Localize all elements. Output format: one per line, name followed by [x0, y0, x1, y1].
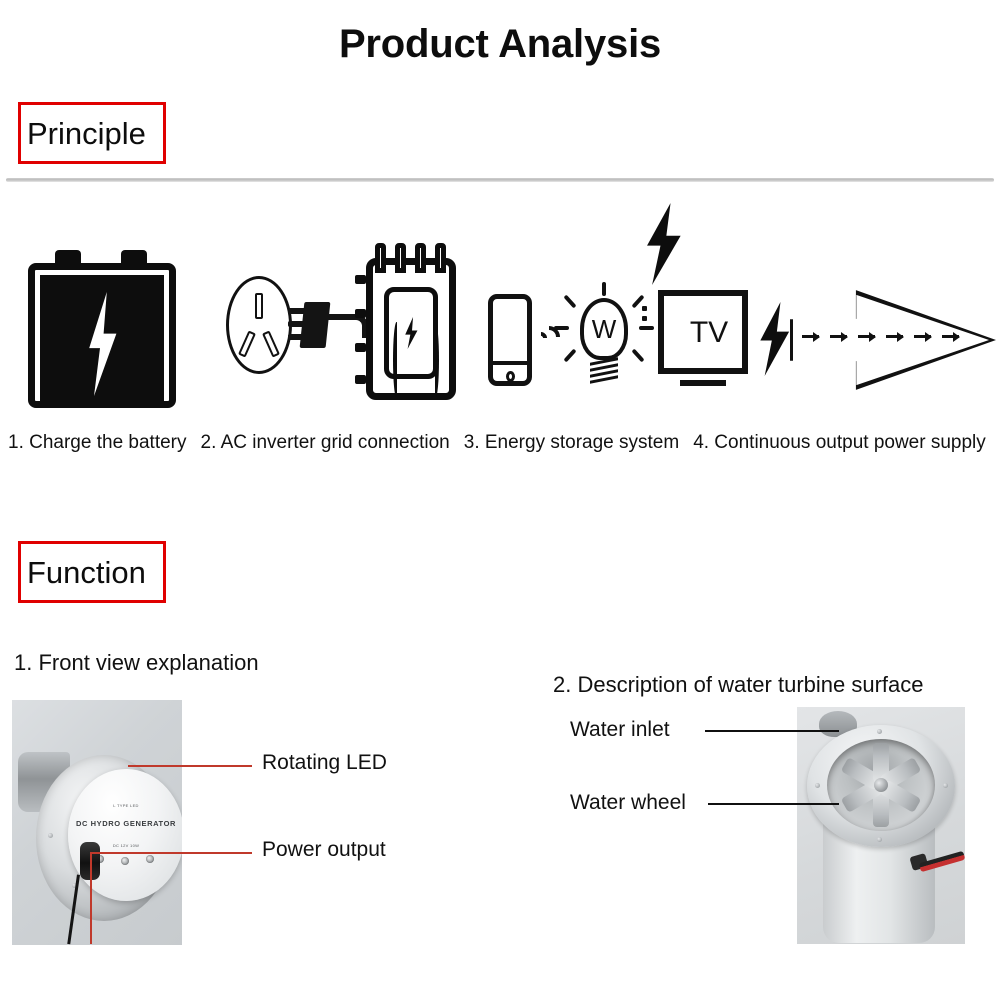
callout-label-water-inlet: Water inlet: [570, 718, 670, 741]
tv-label: TV: [689, 316, 729, 349]
callout-line-rotating-led: [128, 765, 252, 767]
bulb-watt-label: W: [591, 314, 617, 344]
chip-fin: [435, 243, 446, 273]
generator-brand-text: DC HYDRO GENERATOR: [75, 819, 177, 828]
turbine-surface-title: 2. Description of water turbine surface: [553, 672, 924, 697]
chip-pin: [355, 343, 366, 352]
socket-plug-inverter-icon: [226, 243, 456, 403]
rim-hole: [48, 833, 53, 838]
plug-pin: [288, 321, 306, 327]
chip-arc: [433, 322, 439, 398]
chip-pin: [355, 309, 366, 318]
front-view-photo: L TYPE LED DC HYDRO GENERATOR DC 12V 10W: [12, 700, 182, 945]
chip-fin: [395, 243, 406, 273]
tv-tick: [642, 306, 647, 311]
flange-hole: [877, 837, 882, 842]
chip-fin: [415, 243, 426, 273]
flow-arrow: [886, 331, 904, 342]
section-tag-function-label: Function: [27, 554, 146, 590]
front-view-title: 1. Front view explanation: [14, 650, 259, 675]
phone-divider: [493, 361, 527, 365]
tv-tick: [642, 316, 647, 321]
flow-arrow: [802, 331, 820, 342]
rim-hole: [72, 883, 77, 888]
battery-icon: [28, 250, 176, 408]
principle-caption-2: 2. AC inverter grid connection: [200, 432, 450, 453]
callout-leader-power-output: [90, 852, 92, 944]
face-screw: [121, 857, 129, 865]
turbine-bore: [827, 739, 935, 831]
callout-label-power-output: Power output: [262, 838, 386, 861]
flange-hole: [877, 729, 882, 734]
phone-home-button: [506, 371, 515, 382]
flow-arrow: [942, 331, 960, 342]
principle-caption-3: 3. Energy storage system: [463, 432, 680, 453]
flow-arrow: [914, 331, 932, 342]
plug-pin: [288, 308, 306, 314]
generator-micro-bottom: DC 12V 10W: [112, 843, 140, 848]
chip-pin: [355, 375, 366, 384]
water-wheel-hub: [874, 778, 888, 792]
socket-slot-left: [238, 330, 256, 358]
generator-rim: L TYPE LED DC HYDRO GENERATOR DC 12V 10W: [36, 755, 182, 921]
bulb-ray: [602, 282, 606, 296]
principle-captions: 1. Charge the battery 2. AC inverter gri…: [8, 432, 1000, 454]
callout-line-power-output: [92, 852, 252, 854]
smartphone-icon: [488, 294, 565, 390]
bulb-glass: W: [580, 298, 628, 360]
tv-screen: TV: [658, 290, 748, 374]
generator-micro-top: L TYPE LED: [113, 803, 139, 808]
flange-hole: [943, 783, 948, 788]
battery-terminal-left: [55, 250, 81, 266]
chip-fin: [375, 243, 386, 273]
principle-caption-4: 4. Continuous output power supply: [693, 432, 986, 453]
socket-slot-right: [262, 330, 280, 358]
page-title: Product Analysis: [338, 22, 662, 66]
turbine-surface-photo: [797, 707, 965, 944]
tv-stand: [680, 380, 726, 386]
turbine-flange-ring: [807, 725, 955, 847]
lightning-bolt-icon: [647, 203, 681, 285]
bulb-ray: [563, 348, 577, 363]
chip-inner-frame: [384, 287, 439, 398]
section-tag-function: Function: [18, 541, 166, 603]
cable-icon: [324, 314, 368, 338]
bulb-ray: [563, 294, 577, 309]
plug-pin: [288, 334, 306, 340]
bulb-ray: [639, 326, 654, 330]
socket-slot-top: [255, 293, 263, 319]
flow-arrow: [858, 331, 876, 342]
power-socket-icon: [226, 276, 292, 374]
section-tag-principle-label: Principle: [27, 115, 146, 151]
battery-body: [28, 263, 176, 408]
bulb-ray: [554, 326, 569, 330]
face-screw: [146, 855, 154, 863]
bulb-ray: [631, 348, 645, 363]
bulb-screw-base: [590, 357, 618, 384]
lightning-bolt-icon: [760, 302, 790, 376]
flow-arrow: [830, 331, 848, 342]
principle-icon-strip: W TV: [0, 198, 1000, 414]
inverter-chip-icon: [355, 243, 456, 400]
battery-terminal-right: [121, 250, 147, 266]
chip-arc: [393, 322, 399, 398]
chip-pin: [355, 275, 366, 284]
section-divider: [6, 178, 994, 182]
callout-line-water-wheel: [708, 803, 839, 805]
phone-body: [488, 294, 532, 386]
flange-hole: [815, 783, 820, 788]
principle-caption-1: 1. Charge the battery: [8, 432, 187, 453]
lightning-bolt-icon: [405, 317, 418, 349]
face-screw: [96, 855, 104, 863]
callout-label-rotating-led: Rotating LED: [262, 751, 387, 774]
callout-line-water-inlet: [705, 730, 839, 732]
output-arrow-icon: [790, 288, 996, 392]
section-tag-principle: Principle: [18, 102, 166, 164]
callout-label-water-wheel: Water wheel: [570, 791, 686, 814]
tv-icon: TV: [642, 290, 754, 394]
light-bulb-icon: W: [552, 282, 656, 394]
